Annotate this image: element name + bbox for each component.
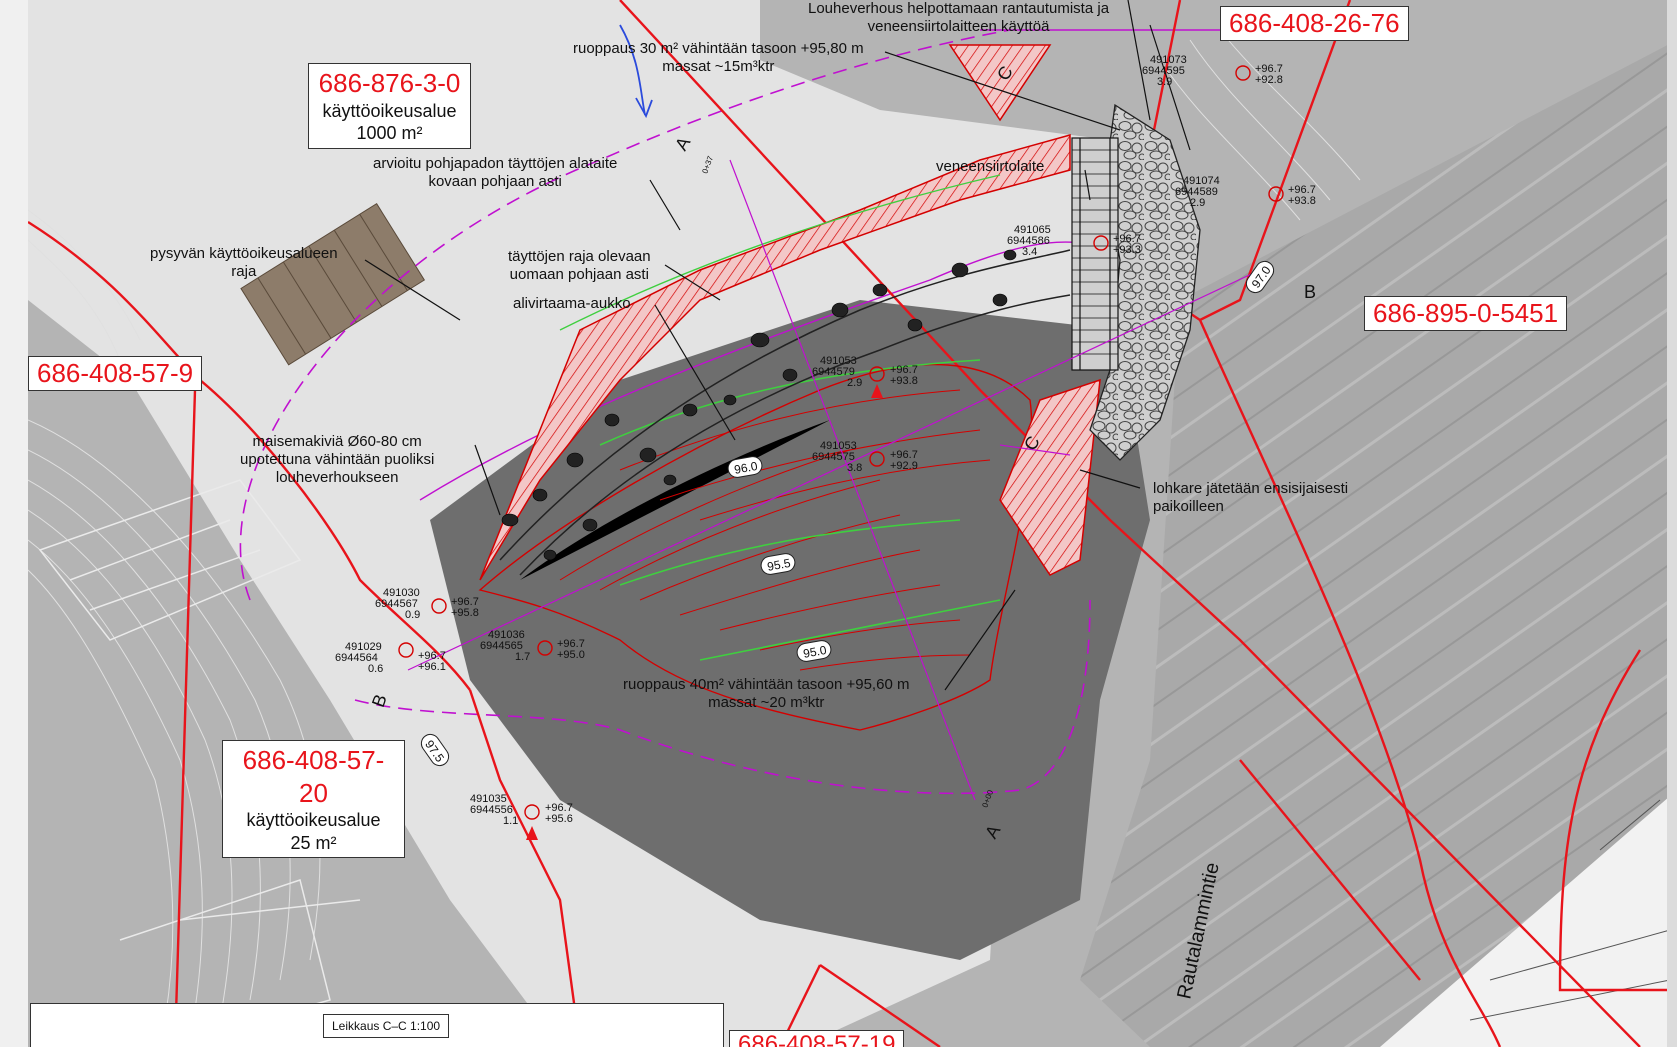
svg-text:6944595: 6944595 xyxy=(1142,65,1185,77)
svg-text:6944567: 6944567 xyxy=(375,598,418,610)
svg-text:6944556: 6944556 xyxy=(470,804,513,816)
site-plan-map[interactable]: 96.0 95.5 95.0 97.0 97.5 491073 6944595 … xyxy=(28,0,1677,1047)
road-area xyxy=(1080,40,1677,1047)
svg-text:96.0: 96.0 xyxy=(733,459,759,477)
contour-labels xyxy=(420,260,1275,767)
svg-text:6944575: 6944575 xyxy=(812,451,855,463)
svg-text:+92.8: +92.8 xyxy=(1255,74,1283,86)
svg-text:+96.7: +96.7 xyxy=(451,596,479,608)
svg-text:491073: 491073 xyxy=(1150,54,1187,66)
point-3: 491065 6944586 3.4 +96.7 +93.3 xyxy=(1007,224,1141,258)
svg-text:+96.7: +96.7 xyxy=(1255,63,1283,75)
section-lines xyxy=(407,159,1261,801)
point-4: 491053 6944579 2.9 +96.7 +93.8 xyxy=(812,355,918,389)
note-ruoppaus-30: ruoppaus 30 m² vähintään tasoon +95,80 m… xyxy=(573,40,864,75)
svg-text:+96.7: +96.7 xyxy=(557,638,585,650)
hatch-lohkare xyxy=(999,378,1101,576)
point-6: 491030 6944567 0.9 +96.7 +95.8 xyxy=(375,587,479,621)
svg-text:6944579: 6944579 xyxy=(812,366,855,378)
svg-text:491036: 491036 xyxy=(488,629,525,641)
svg-text:+96.7: +96.7 xyxy=(1113,233,1141,245)
parcel-tag-686-895-0-5451[interactable]: 686-895-0-5451 xyxy=(1364,296,1568,332)
parcel-tag-686-408-26-76[interactable]: 686-408-26-76 xyxy=(1220,6,1409,42)
svg-text:3.4: 3.4 xyxy=(1022,246,1037,258)
svg-text:+95.0: +95.0 xyxy=(557,649,585,661)
point-9: 491035 6944556 1.1 +96.7 +95.6 xyxy=(470,793,573,827)
section-panel: Leikkaus C–C 1:100 xyxy=(30,1003,724,1047)
white-parcel-area xyxy=(1380,790,1677,1047)
note-alivirtaama: alivirtaama-aukko xyxy=(513,295,631,312)
svg-text:+96.7: +96.7 xyxy=(418,650,446,662)
svg-text:6944586: 6944586 xyxy=(1007,235,1050,247)
point-1: 491073 6944595 3.9 +96.7 +92.8 xyxy=(1142,54,1283,88)
svg-text:+96.7: +96.7 xyxy=(1288,184,1316,196)
svg-text:95.0: 95.0 xyxy=(802,643,828,661)
svg-text:+93.3: +93.3 xyxy=(1113,244,1141,256)
svg-text:95.5: 95.5 xyxy=(766,556,792,574)
svg-text:491053: 491053 xyxy=(820,440,857,452)
svg-text:3.9: 3.9 xyxy=(1157,76,1172,88)
survey-markers xyxy=(526,384,883,840)
parcel-box-686-876-3-0[interactable]: 686-876-3-0 käyttöoikeusalue 1000 m² xyxy=(308,63,471,149)
svg-text:2.9: 2.9 xyxy=(847,377,862,389)
note-ruoppaus-40: ruoppaus 40m² vähintään tasoon +95,60 m … xyxy=(623,676,910,711)
note-veneensiirtolaite: veneensiirtolaite xyxy=(936,158,1045,175)
note-tayttojen-raja: täyttöjen raja olevaan uomaan pohjaan as… xyxy=(508,248,651,283)
svg-text:+92.9: +92.9 xyxy=(890,460,918,472)
dam-fill-band xyxy=(479,134,1071,581)
svg-text:491074: 491074 xyxy=(1183,175,1220,187)
svg-text:1.7: 1.7 xyxy=(515,651,530,663)
survey-symbols xyxy=(398,65,1284,820)
svg-text:B: B xyxy=(1304,282,1316,302)
svg-text:0.9: 0.9 xyxy=(405,609,420,621)
use-right-boundary xyxy=(239,29,1011,601)
boat-ramp xyxy=(1071,137,1119,371)
svg-text:491053: 491053 xyxy=(820,355,857,367)
svg-text:6944589: 6944589 xyxy=(1175,186,1218,198)
use-right-boundary-lower xyxy=(354,599,1091,795)
note-louheverhous: Louheverhous helpottamaan rantautumista … xyxy=(808,0,1110,35)
parcel-box-686-408-57-20[interactable]: 686-408-57-20 käyttöoikeusalue 25 m² xyxy=(222,740,405,858)
svg-text:+96.7: +96.7 xyxy=(545,802,573,814)
note-pysyva-raja: pysyvän käyttöoikeusalueen raja xyxy=(150,245,338,280)
svg-text:+95.8: +95.8 xyxy=(451,607,479,619)
point-7: 491036 6944565 1.7 +96.7 +95.0 xyxy=(480,629,585,663)
parcel-tag-686-408-57-9[interactable]: 686-408-57-9 xyxy=(28,356,203,392)
point-5: 491053 6944575 3.8 +96.7 +92.9 xyxy=(812,440,918,474)
map-graphics: 96.0 95.5 95.0 97.0 97.5 491073 6944595 … xyxy=(28,0,1677,1047)
svg-text:+93.8: +93.8 xyxy=(1288,195,1316,207)
right-margin xyxy=(1667,0,1677,1047)
section-title: Leikkaus C–C 1:100 xyxy=(323,1014,450,1038)
svg-text:+96.1: +96.1 xyxy=(418,661,446,673)
parcel-lines xyxy=(28,0,1677,1047)
point-8: 491029 6944564 0.6 +96.7 +96.1 xyxy=(335,641,446,675)
note-lohkare: lohkare jätetään ensisijaisesti paikoill… xyxy=(1153,480,1349,515)
inner-boundary xyxy=(419,241,1111,501)
svg-text:+96.7: +96.7 xyxy=(890,364,918,376)
svg-text:491035: 491035 xyxy=(470,793,507,805)
svg-text:+95.6: +95.6 xyxy=(545,813,573,825)
svg-text:6944565: 6944565 xyxy=(480,640,523,652)
survey-texts: 491073 6944595 3.9 +96.7 +92.8 491074 69… xyxy=(335,54,1316,827)
landscape-boulders xyxy=(501,249,1017,561)
svg-text:+93.8: +93.8 xyxy=(890,375,918,387)
parcel-tag-686-408-57-19[interactable]: 686-408-57-19 xyxy=(729,1030,905,1047)
svg-text:0.6: 0.6 xyxy=(368,663,383,675)
svg-text:3.8: 3.8 xyxy=(847,462,862,474)
svg-text:491029: 491029 xyxy=(345,641,382,653)
svg-text:2.9: 2.9 xyxy=(1190,197,1205,209)
svg-text:+96.7: +96.7 xyxy=(890,449,918,461)
left-margin xyxy=(0,0,30,1047)
note-arvioitu-pohjapato: arvioitu pohjapadon täyttöjen alataite k… xyxy=(373,155,618,190)
open-water xyxy=(430,300,1150,960)
leader-lines xyxy=(364,0,1191,691)
note-maisemakivet: maisemakiviä Ø60-80 cm upotettuna vähint… xyxy=(240,433,435,486)
svg-text:491030: 491030 xyxy=(383,587,420,599)
svg-text:6944564: 6944564 xyxy=(335,652,378,664)
dock xyxy=(240,202,426,366)
svg-text:491065: 491065 xyxy=(1014,224,1051,236)
svg-text:1.1: 1.1 xyxy=(503,815,518,827)
point-2: 491074 6944589 2.9 +96.7 +93.8 xyxy=(1175,175,1316,209)
